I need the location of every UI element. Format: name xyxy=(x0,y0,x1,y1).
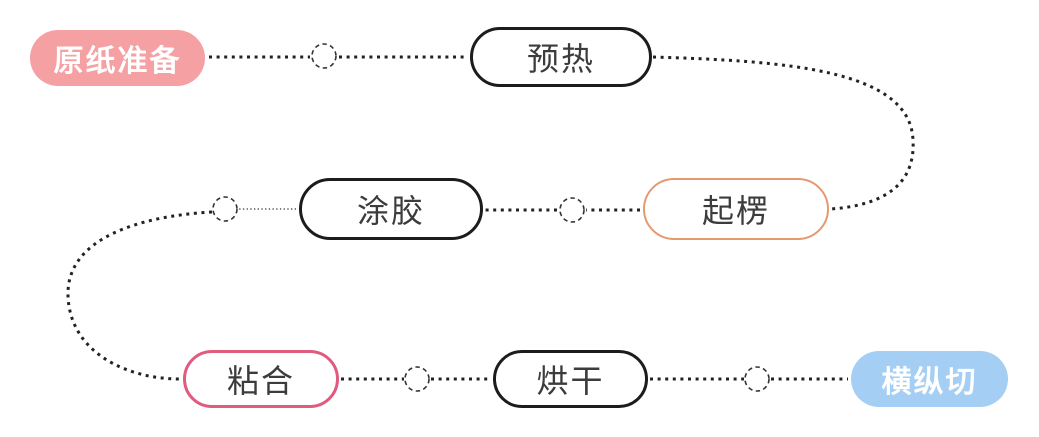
step-raw-paper-prep-label: 原纸准备 xyxy=(53,45,182,78)
step-gluing-label: 涂胶 xyxy=(356,193,425,229)
waypoint-circle-1 xyxy=(311,43,337,69)
step-bonding[interactable]: 粘合 xyxy=(183,350,339,408)
step-gluing[interactable]: 涂胶 xyxy=(299,178,483,240)
step-drying[interactable]: 烘干 xyxy=(493,350,648,408)
step-preheat[interactable]: 预热 xyxy=(470,27,652,87)
step-drying-label: 烘干 xyxy=(536,363,605,399)
connector-preheat-to-fluting-curve xyxy=(652,55,915,211)
step-fluting-label: 起楞 xyxy=(701,193,770,229)
step-raw-paper-prep[interactable]: 原纸准备 xyxy=(30,30,205,86)
waypoint-circle-4 xyxy=(404,366,430,392)
step-preheat-label: 预热 xyxy=(526,41,595,77)
step-cross-cut-label: 横纵切 xyxy=(881,366,978,399)
step-bonding-label: 粘合 xyxy=(226,363,295,399)
waypoint-circle-2 xyxy=(559,197,585,223)
waypoint-circle-5 xyxy=(744,366,770,392)
connector-node3-to-bonding-curve xyxy=(66,210,213,381)
step-cross-cut[interactable]: 横纵切 xyxy=(851,351,1008,407)
step-fluting[interactable]: 起楞 xyxy=(643,178,829,240)
waypoint-circle-3 xyxy=(212,196,238,222)
